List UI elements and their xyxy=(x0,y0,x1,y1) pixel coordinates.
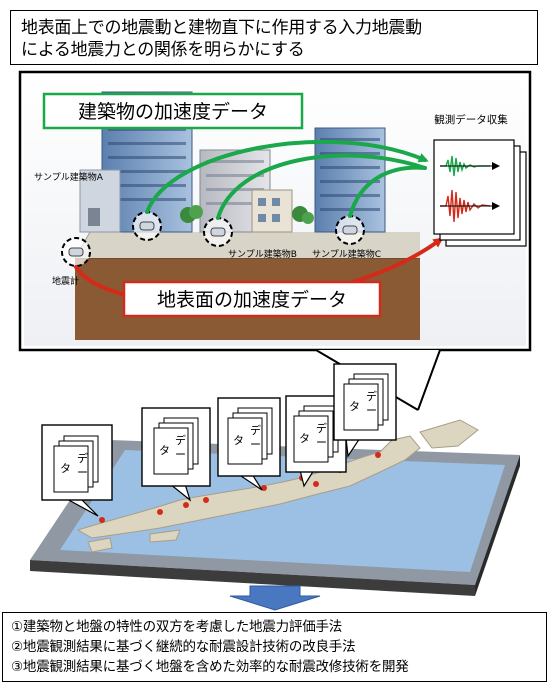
data-card-4-char-3: タ xyxy=(299,432,310,445)
title-line-2: による地震力との関係を明らかにする xyxy=(21,40,305,60)
building-data-arrows xyxy=(145,139,429,220)
seismometer-label: 地震計 xyxy=(52,275,79,287)
observation-data-stack: 観測データ収集 xyxy=(433,113,527,247)
sample-building-a-label: サンプル建築物A xyxy=(34,171,104,183)
data-card-3: デ ー タ xyxy=(217,397,281,491)
diagram-canvas: 建築物の加速度データ 地表面の加速度データ 観測データ収集 サンプル建築物A サ… xyxy=(18,70,532,611)
data-card-4-char-2: ー xyxy=(316,436,327,449)
ground-accel-label-box: 地表面の加速度データ xyxy=(122,280,382,318)
data-card-5-char-3: タ xyxy=(349,400,360,413)
ground-accel-label: 地表面の加速度データ xyxy=(157,289,347,311)
data-card-1: デ ー タ xyxy=(41,424,113,517)
title-line-1: 地表面上での地震動と建物直下に作用する入力地震動 xyxy=(21,18,422,38)
building-accel-label: 建築物の加速度データ xyxy=(78,101,268,123)
title-box: 地表面上での地震動と建物直下に作用する入力地震動 による地震力との関係を明らかに… xyxy=(10,10,538,65)
data-card-2-char-1: デ xyxy=(175,433,186,447)
sample-building-c-label: サンプル建築物C xyxy=(312,248,381,260)
sample-building-b-label: サンプル建築物B xyxy=(228,248,297,260)
building-accel-label-box: 建築物の加速度データ xyxy=(42,92,304,130)
result-item-3: ③地震観測結果に基づく地盤を含めた効率的な耐震改修技術を開発 xyxy=(11,659,409,675)
data-card-3-char-2: ー xyxy=(250,438,261,451)
data-card-5-char-1: デ xyxy=(366,389,377,403)
result-item-1: ①建築物と地盤の特性の双方を考慮した地震力評価手法 xyxy=(11,619,343,635)
data-card-3-char-1: デ xyxy=(250,423,261,437)
data-card-2-char-3: タ xyxy=(159,444,170,457)
data-card-4-char-1: デ xyxy=(316,421,327,435)
results-box: ①建築物と地盤の特性の双方を考慮した地震力評価手法 ②地震観測結果に基づく継続的… xyxy=(2,612,547,682)
data-card-4: デ ー タ xyxy=(285,395,347,488)
sensor-ground xyxy=(61,237,91,267)
data-card-2-char-2: ー xyxy=(175,448,186,461)
data-card-3-char-3: タ xyxy=(233,434,244,447)
data-card-2: デ ー タ xyxy=(141,407,211,502)
collection-label: 観測データ収集 xyxy=(434,113,508,126)
data-card-5: デ ー タ xyxy=(333,363,397,458)
sensor-building-b xyxy=(203,217,233,247)
data-card-5-char-2: ー xyxy=(366,404,377,417)
result-item-2: ②地震観測結果に基づく継続的な耐震設計技術の改良手法 xyxy=(11,639,356,655)
data-card-1-char-2: ー xyxy=(77,466,88,479)
data-card-1-char-1: デ xyxy=(77,451,88,465)
data-card-1-char-3: タ xyxy=(60,462,71,475)
sensor-building-c xyxy=(335,215,365,245)
sensor-building-a xyxy=(132,211,162,241)
down-arrow xyxy=(229,585,321,611)
